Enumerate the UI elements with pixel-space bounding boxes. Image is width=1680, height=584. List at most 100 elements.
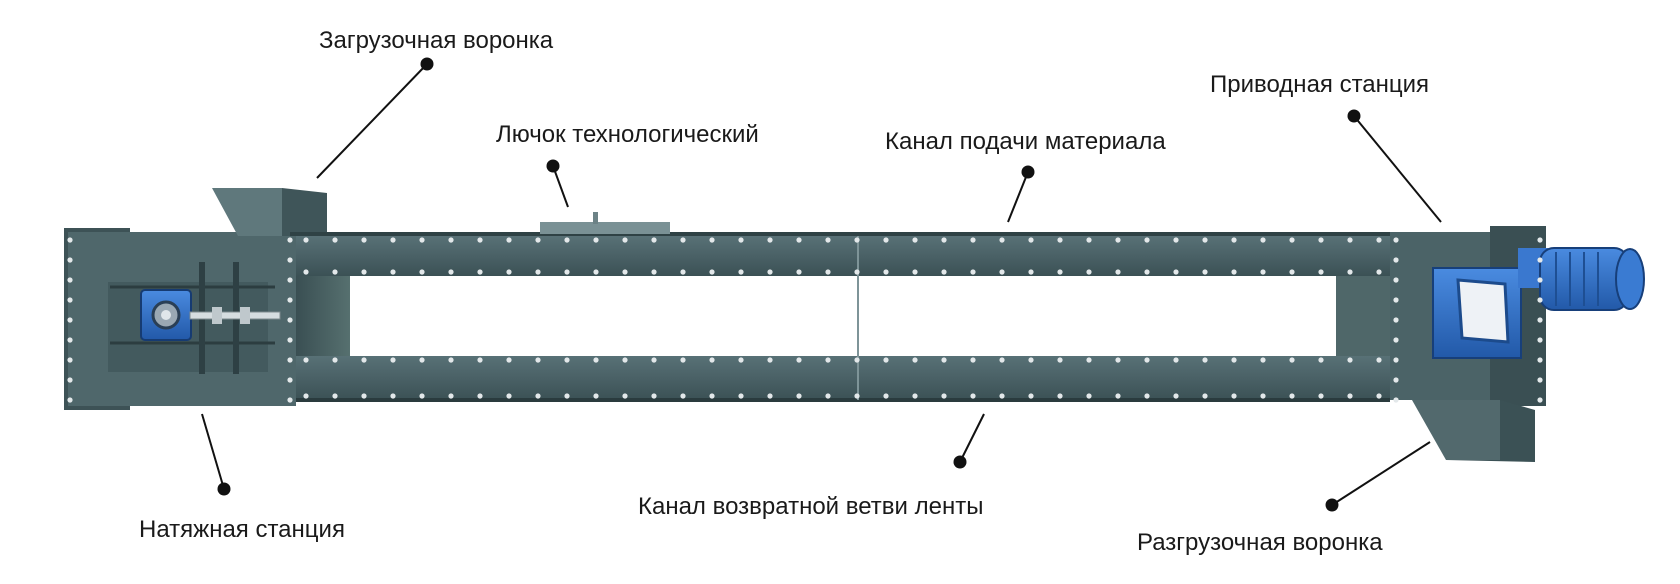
- bolt: [767, 237, 773, 243]
- inspection-hatch-handle: [593, 212, 598, 224]
- bolt: [332, 237, 338, 243]
- tension-station: [64, 228, 296, 410]
- bolt: [593, 357, 599, 363]
- bolt: [535, 237, 541, 243]
- bolt: [1173, 237, 1179, 243]
- bolt: [448, 269, 454, 275]
- bolt: [593, 269, 599, 275]
- bolt: [999, 237, 1005, 243]
- bolt: [651, 357, 657, 363]
- discharge-hopper: [1412, 400, 1535, 462]
- bolt: [1289, 357, 1295, 363]
- bolt: [287, 257, 293, 263]
- bolt: [1144, 237, 1150, 243]
- bolt: [361, 357, 367, 363]
- bolt: [709, 237, 715, 243]
- bolt: [1376, 357, 1382, 363]
- bolt: [506, 269, 512, 275]
- bolt: [941, 357, 947, 363]
- bolt: [709, 393, 715, 399]
- casing-bottom-edge: [296, 398, 1390, 402]
- bolt: [767, 269, 773, 275]
- bolt: [970, 357, 976, 363]
- bolt: [67, 277, 73, 283]
- bolt: [796, 269, 802, 275]
- bolt: [477, 237, 483, 243]
- bolt: [1173, 393, 1179, 399]
- bolt: [651, 269, 657, 275]
- bolt-rows: [67, 237, 1543, 403]
- leader-line-feed-channel: [1007, 171, 1029, 223]
- bolt: [1260, 357, 1266, 363]
- inspection-hatch: [540, 212, 670, 234]
- bolt: [1376, 269, 1382, 275]
- loading-hopper: [212, 188, 327, 236]
- leader-dot-inspection-hatch: [546, 159, 560, 173]
- bolt: [1028, 357, 1034, 363]
- tension-screw-rod: [189, 311, 281, 320]
- bolt: [564, 269, 570, 275]
- bolt: [361, 393, 367, 399]
- bolt: [883, 393, 889, 399]
- bolt: [535, 357, 541, 363]
- discharge-hopper-side: [1412, 400, 1500, 460]
- bolt: [1393, 277, 1399, 283]
- bolt: [1393, 257, 1399, 263]
- bolt: [67, 337, 73, 343]
- bolt: [1144, 393, 1150, 399]
- discharge-hopper-front: [1446, 400, 1535, 462]
- tension-nut-2: [240, 307, 250, 324]
- bolt: [1393, 377, 1399, 383]
- label-drive-station: Приводная станция: [1210, 71, 1430, 98]
- main-casing: [290, 232, 1390, 402]
- bolt: [506, 237, 512, 243]
- bolt: [1347, 237, 1353, 243]
- bolt: [1318, 393, 1324, 399]
- label-inspection-hatch: Лючок технологический: [496, 121, 759, 148]
- drive-station: [1390, 226, 1645, 406]
- bolt: [506, 357, 512, 363]
- bolt: [1347, 393, 1353, 399]
- bolt: [332, 269, 338, 275]
- bolt: [332, 357, 338, 363]
- leader-dot-return-channel: [953, 455, 967, 469]
- bolt: [1289, 393, 1295, 399]
- bolt: [1537, 397, 1543, 403]
- bolt: [1028, 393, 1034, 399]
- bolt: [448, 237, 454, 243]
- bolt: [709, 357, 715, 363]
- bolt: [67, 317, 73, 323]
- bolt: [1537, 237, 1543, 243]
- bolt: [287, 337, 293, 343]
- bolt: [1202, 393, 1208, 399]
- bolt: [883, 269, 889, 275]
- return-channel: [296, 356, 1390, 400]
- bolt: [1393, 337, 1399, 343]
- bolt: [535, 269, 541, 275]
- bolt: [941, 237, 947, 243]
- bolt: [287, 357, 293, 363]
- bolt: [1537, 337, 1543, 343]
- bolt: [738, 393, 744, 399]
- bolt: [1231, 393, 1237, 399]
- bolt: [999, 269, 1005, 275]
- bolt: [1289, 237, 1295, 243]
- feed-channel: [296, 236, 1390, 276]
- leader-line-tension-station: [201, 413, 225, 490]
- bolt: [1144, 269, 1150, 275]
- label-discharge-hopper: Разгрузочная воронка: [1137, 529, 1383, 556]
- bolt: [1057, 393, 1063, 399]
- bolt: [1260, 237, 1266, 243]
- leader-line-drive-station: [1353, 115, 1442, 223]
- bolt: [67, 237, 73, 243]
- bolt: [912, 269, 918, 275]
- bolt: [738, 269, 744, 275]
- bolt: [564, 357, 570, 363]
- bolt: [854, 269, 860, 275]
- bolt: [680, 237, 686, 243]
- bolt: [477, 393, 483, 399]
- bolt: [970, 269, 976, 275]
- bolt: [1115, 237, 1121, 243]
